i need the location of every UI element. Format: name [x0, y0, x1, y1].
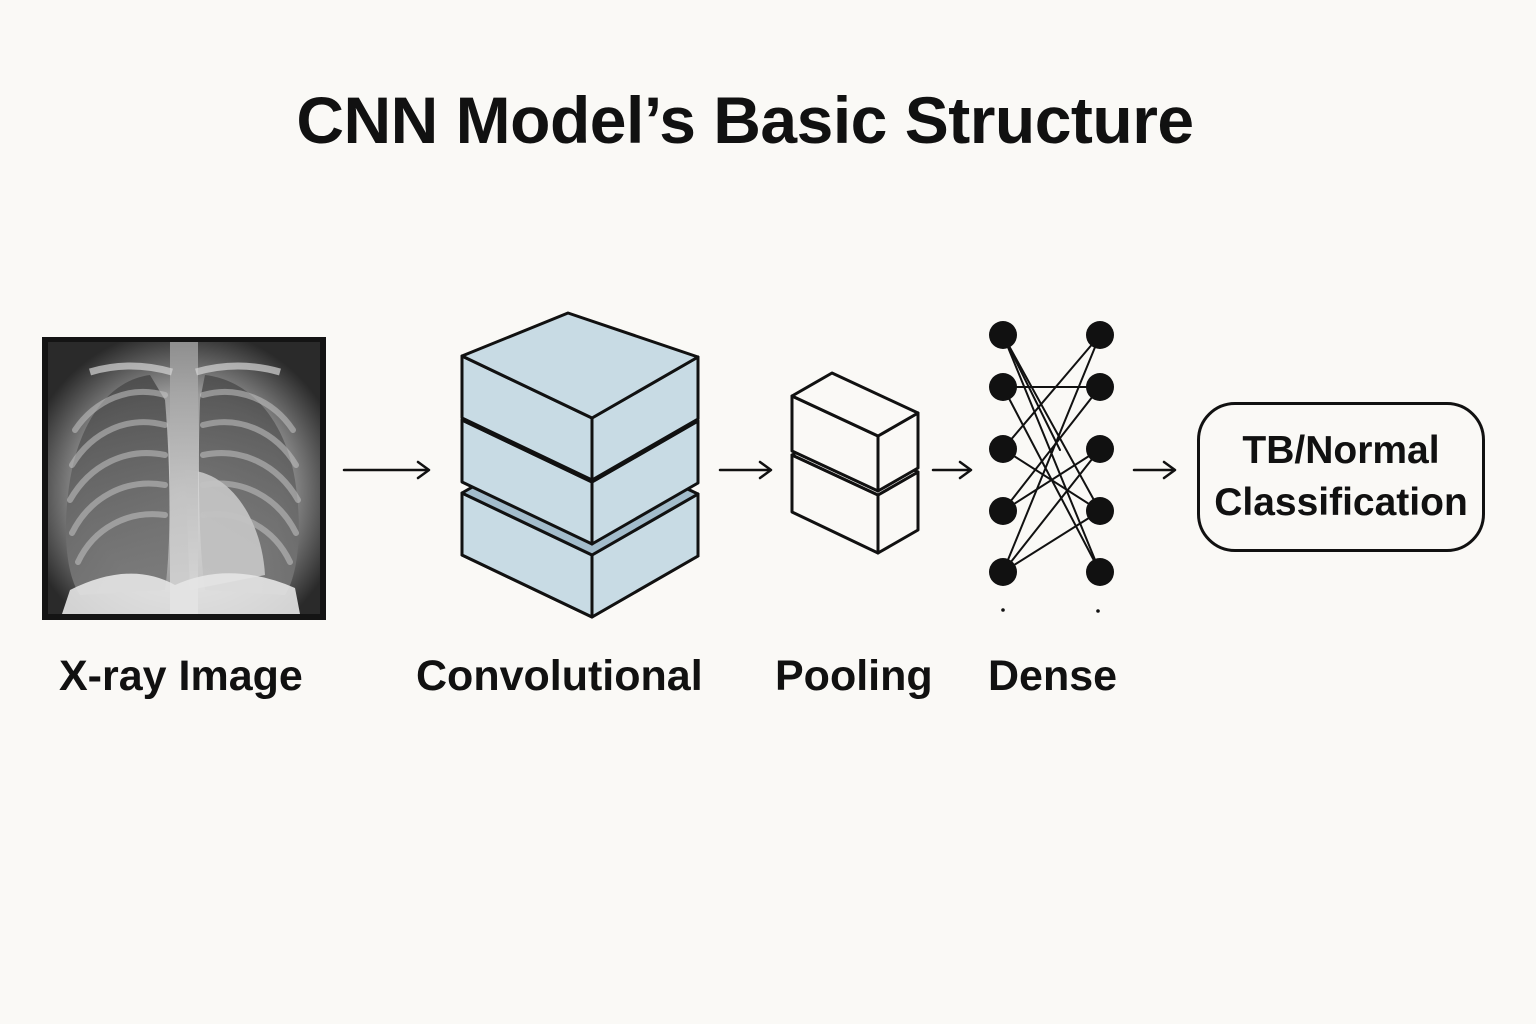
dense-node: [1086, 497, 1114, 525]
arrow-dense-to-output: [1132, 460, 1177, 480]
xray-image: [42, 337, 326, 620]
pooling-block: [790, 371, 920, 555]
convolutional-block: [460, 311, 700, 619]
label-xray-image: X-ray Image: [59, 652, 303, 700]
dense-ellipsis-dot: [1001, 608, 1005, 612]
arrow-pool-to-dense: [931, 460, 973, 480]
dense-network: [989, 321, 1114, 613]
dense-node: [1086, 321, 1114, 349]
arrow-conv-to-pool: [718, 460, 773, 480]
pool-slab-top: [790, 371, 920, 493]
dense-connections: [1002, 334, 1101, 573]
arrow-xray-to-conv: [342, 460, 431, 480]
label-pooling: Pooling: [775, 652, 933, 700]
dense-node: [989, 373, 1017, 401]
dense-node: [989, 558, 1017, 586]
dense-node: [1086, 435, 1114, 463]
dense-input-nodes: [989, 321, 1017, 612]
dense-node: [1086, 558, 1114, 586]
output-line-1: TB/Normal: [1242, 429, 1440, 472]
classification-output-box: TB/Normal Classification: [1197, 402, 1485, 552]
conv-slab-top: [460, 311, 700, 482]
dense-node: [989, 435, 1017, 463]
dense-node: [1086, 373, 1114, 401]
dense-output-nodes: [1086, 321, 1114, 613]
label-dense: Dense: [988, 652, 1118, 700]
diagram-title: CNN Model’s Basic Structure: [296, 83, 1194, 157]
output-line-2: Classification: [1214, 481, 1468, 524]
dense-ellipsis-dot: [1096, 609, 1100, 613]
dense-node: [989, 321, 1017, 349]
label-convolutional: Convolutional: [416, 652, 703, 700]
dense-node: [989, 497, 1017, 525]
